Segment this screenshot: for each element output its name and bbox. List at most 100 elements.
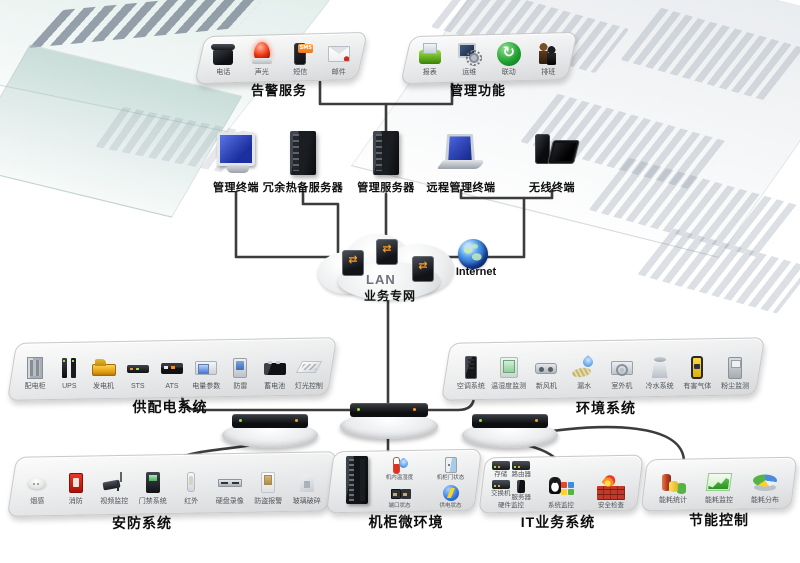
ats-icon <box>159 355 185 381</box>
battery-icon <box>262 355 288 381</box>
cabinet-items: 机内温湿度 机柜门状态端口状态 供电状态 <box>376 456 474 509</box>
device-label: 灯光控制 <box>294 383 323 390</box>
dist-cabinet-icon <box>22 355 48 381</box>
device-label: 消防 <box>68 498 83 505</box>
burglar-alarm-icon <box>255 470 281 496</box>
device-item: 服务器 <box>512 479 531 502</box>
device-item: 短信 <box>281 41 320 76</box>
access-control-icon <box>140 470 166 496</box>
gas-detector-icon <box>684 355 710 381</box>
glass-break-icon <box>294 470 320 496</box>
device-label: 供电状态 <box>439 502 462 509</box>
environment-items: 空调系统温湿度监测新风机漏水室外机冷水系统有害气体粉尘监测 <box>452 348 754 390</box>
device-item: 供电状态 <box>427 484 474 510</box>
lan-switch-icon <box>342 250 364 276</box>
device-label: 端口状态 <box>388 502 411 509</box>
dust-monitor-icon <box>722 355 748 381</box>
alarm-services-title: 告警服务 <box>250 83 308 98</box>
device-item: 机柜门状态 <box>427 456 474 482</box>
hub-device-icon <box>350 403 428 417</box>
device-item: 存储 <box>491 461 511 479</box>
device-label: 电话 <box>216 69 231 76</box>
device-label: 能耗监控 <box>705 497 733 504</box>
net-switch-icon <box>491 479 510 489</box>
hub-platform <box>340 413 438 439</box>
device-label: 机内温湿度 <box>385 475 414 481</box>
device-label: 烟感 <box>30 498 45 505</box>
device-label: 配电柜 <box>24 383 46 390</box>
internet-label: Internet <box>455 266 497 278</box>
device-label: 硬盘录像 <box>215 498 244 505</box>
device-item: 路由器 <box>512 461 531 479</box>
device-item: 联动 <box>489 41 529 76</box>
line-chart-icon <box>706 469 732 495</box>
device-item: ATS <box>155 355 189 390</box>
lighting-icon <box>296 355 322 381</box>
lan-name-label: 业务专网 <box>363 289 417 303</box>
device-item: 端口状态 <box>376 484 423 510</box>
outdoor-unit-icon <box>609 355 635 381</box>
device-label: 运维 <box>462 69 477 76</box>
storage-icon <box>491 461 510 470</box>
temp-humidity-icon <box>496 355 522 381</box>
server-rack-icon <box>342 456 372 504</box>
os-monitor-icon <box>548 475 574 501</box>
bar-chart-icon <box>660 469 686 495</box>
fire-icon <box>63 470 89 496</box>
it-items: 存储路由器交换机服务器 硬件监控 系统监控 安全检查 <box>486 461 636 510</box>
device-item: 能耗监控 <box>696 469 742 504</box>
surge-icon <box>227 355 253 381</box>
management-functions-group: 报表 运维 联动 排班 管理功能 <box>400 31 578 98</box>
terminal-label: 管理服务器 <box>357 182 415 194</box>
desktop-icon <box>213 130 259 176</box>
device-label: 新风机 <box>535 383 557 390</box>
terminal-wireless: 无线终端 <box>506 130 598 195</box>
device-item: 蓄电池 <box>258 355 292 390</box>
device-label: 能耗分布 <box>751 497 779 504</box>
device-item: 机内温湿度 <box>376 456 423 482</box>
water-leak-icon <box>571 355 597 381</box>
management-items: 报表 运维 联动 排班 <box>410 38 568 76</box>
energy-control-group: 能耗统计能耗监控能耗分布 节能控制 <box>640 456 798 530</box>
security-check-item: 安全检查 <box>586 475 636 510</box>
ups-icon <box>56 355 82 381</box>
device-item: 运维 <box>450 41 490 76</box>
device-label: 联动 <box>501 69 516 76</box>
report-printer-icon <box>417 41 443 67</box>
environment-system-title: 环境系统 <box>576 400 636 416</box>
cabinet-environment-title: 机柜微环境 <box>368 514 444 530</box>
environment-system-group: 空调系统温湿度监测新风机漏水室外机冷水系统有害气体粉尘监测 环境系统 <box>440 337 766 418</box>
terminal-remote: 远程管理终端 <box>415 130 507 195</box>
device-label: 粉尘监测 <box>721 383 750 390</box>
device-label: 电量参数 <box>192 383 221 390</box>
device-item: 能耗分布 <box>742 469 788 504</box>
terminal-label: 冗余热备服务器 <box>262 182 344 194</box>
device-item: 防盗报警 <box>249 470 288 505</box>
security-system-group: 烟感消防视频监控门禁系统红外硬盘录像防盗报警玻璃破碎 安防系统 <box>6 451 338 534</box>
device-label: 蓄电池 <box>264 383 286 390</box>
device-label: 交换机 <box>491 489 511 497</box>
device-label: 报表 <box>422 69 437 76</box>
device-item: 电量参数 <box>189 355 223 390</box>
terminal-redundant-server: 冗余热备服务器 <box>257 130 349 195</box>
device-label: 有害气体 <box>683 383 712 390</box>
device-item: STS <box>121 355 155 390</box>
mail-icon <box>326 41 352 67</box>
security-system-title: 安防系统 <box>112 515 172 531</box>
alarm-items: 电话声光短信邮件 <box>204 38 358 76</box>
telephone-icon <box>210 41 236 67</box>
device-item: 漏水 <box>565 355 603 390</box>
device-item: 有害气体 <box>679 355 717 390</box>
device-label: 防雷 <box>233 383 248 390</box>
device-item: 门禁系统 <box>134 470 173 505</box>
shift-people-icon <box>535 41 561 67</box>
lan-label: LAN <box>366 272 396 287</box>
device-item: 排班 <box>529 41 569 76</box>
device-item: 邮件 <box>320 41 359 76</box>
firewall-icon <box>596 475 626 501</box>
device-item: 视频监控 <box>95 470 134 505</box>
device-item: 电话 <box>204 41 243 76</box>
energy-control-title: 节能控制 <box>689 512 749 528</box>
management-functions-title: 管理功能 <box>449 83 507 98</box>
